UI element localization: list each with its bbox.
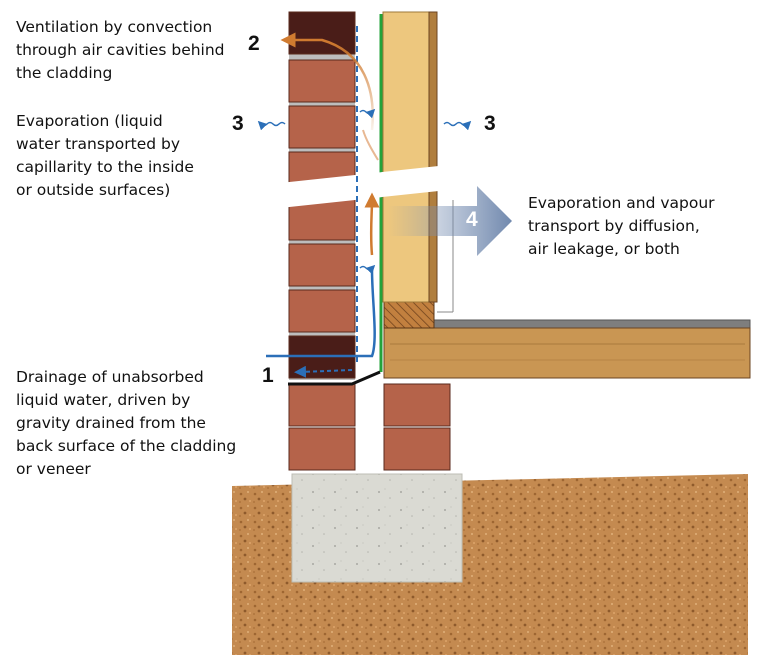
label-line: gravity drained from the [16,414,206,432]
flashing [288,370,381,386]
label-line: capillarity to the inside [16,158,194,176]
brick [383,427,451,471]
label-line: liquid water, driven by [16,391,191,409]
brick [288,383,356,427]
label-line: the cladding [16,64,113,82]
label-line: air leakage, or both [528,240,680,258]
label-line: Evaporation (liquid [16,112,163,130]
brick [288,243,356,287]
vapour-arrow [388,186,512,256]
drainage-arrow-dashed [294,365,353,378]
number-evaporation-right: 3 [484,112,496,135]
label-line: or outside surfaces) [16,181,171,199]
wall-break [280,165,448,208]
label-line: Drainage of unabsorbed [16,368,204,386]
drainage-label: Drainage of unabsorbed liquid water, dri… [16,366,236,481]
label-line: or veneer [16,460,91,478]
brick [288,427,356,471]
evap-wave-cavity [359,108,376,119]
label-line: water transported by [16,135,181,153]
floor-sheathing [383,319,751,329]
number-ventilation: 2 [248,32,260,55]
label-line: back surface of the cladding [16,437,237,455]
evap-wave-right [443,120,472,131]
foundation-bricks [288,383,451,471]
ventilation-arrow-bottom [364,192,380,256]
ventilation-label: Ventilation by convection through air ca… [16,16,225,85]
label-line: through air cavities behind [16,41,225,59]
evap-wave-left [257,120,286,131]
floor-joist [383,327,751,379]
number-evaporation-left: 3 [232,112,244,135]
stud-frame [428,11,438,303]
label-line: Ventilation by convection [16,18,213,36]
concrete-footing [291,473,463,583]
brick [288,59,356,103]
number-vapour: 4 [466,208,478,231]
evaporation-label: Evaporation (liquid water transported by… [16,110,194,202]
brick [288,105,356,149]
insulation [382,11,430,303]
brick [288,289,356,333]
brick [383,383,451,427]
label-line: Evaporation and vapour [528,194,715,212]
sill-plate [383,301,435,329]
number-drainage: 1 [262,364,274,387]
label-line: transport by diffusion, [528,217,700,235]
dark-brick [288,11,356,55]
drainage-arrow-solid [266,269,376,358]
vapour-label: Evaporation and vapour transport by diff… [528,192,715,261]
